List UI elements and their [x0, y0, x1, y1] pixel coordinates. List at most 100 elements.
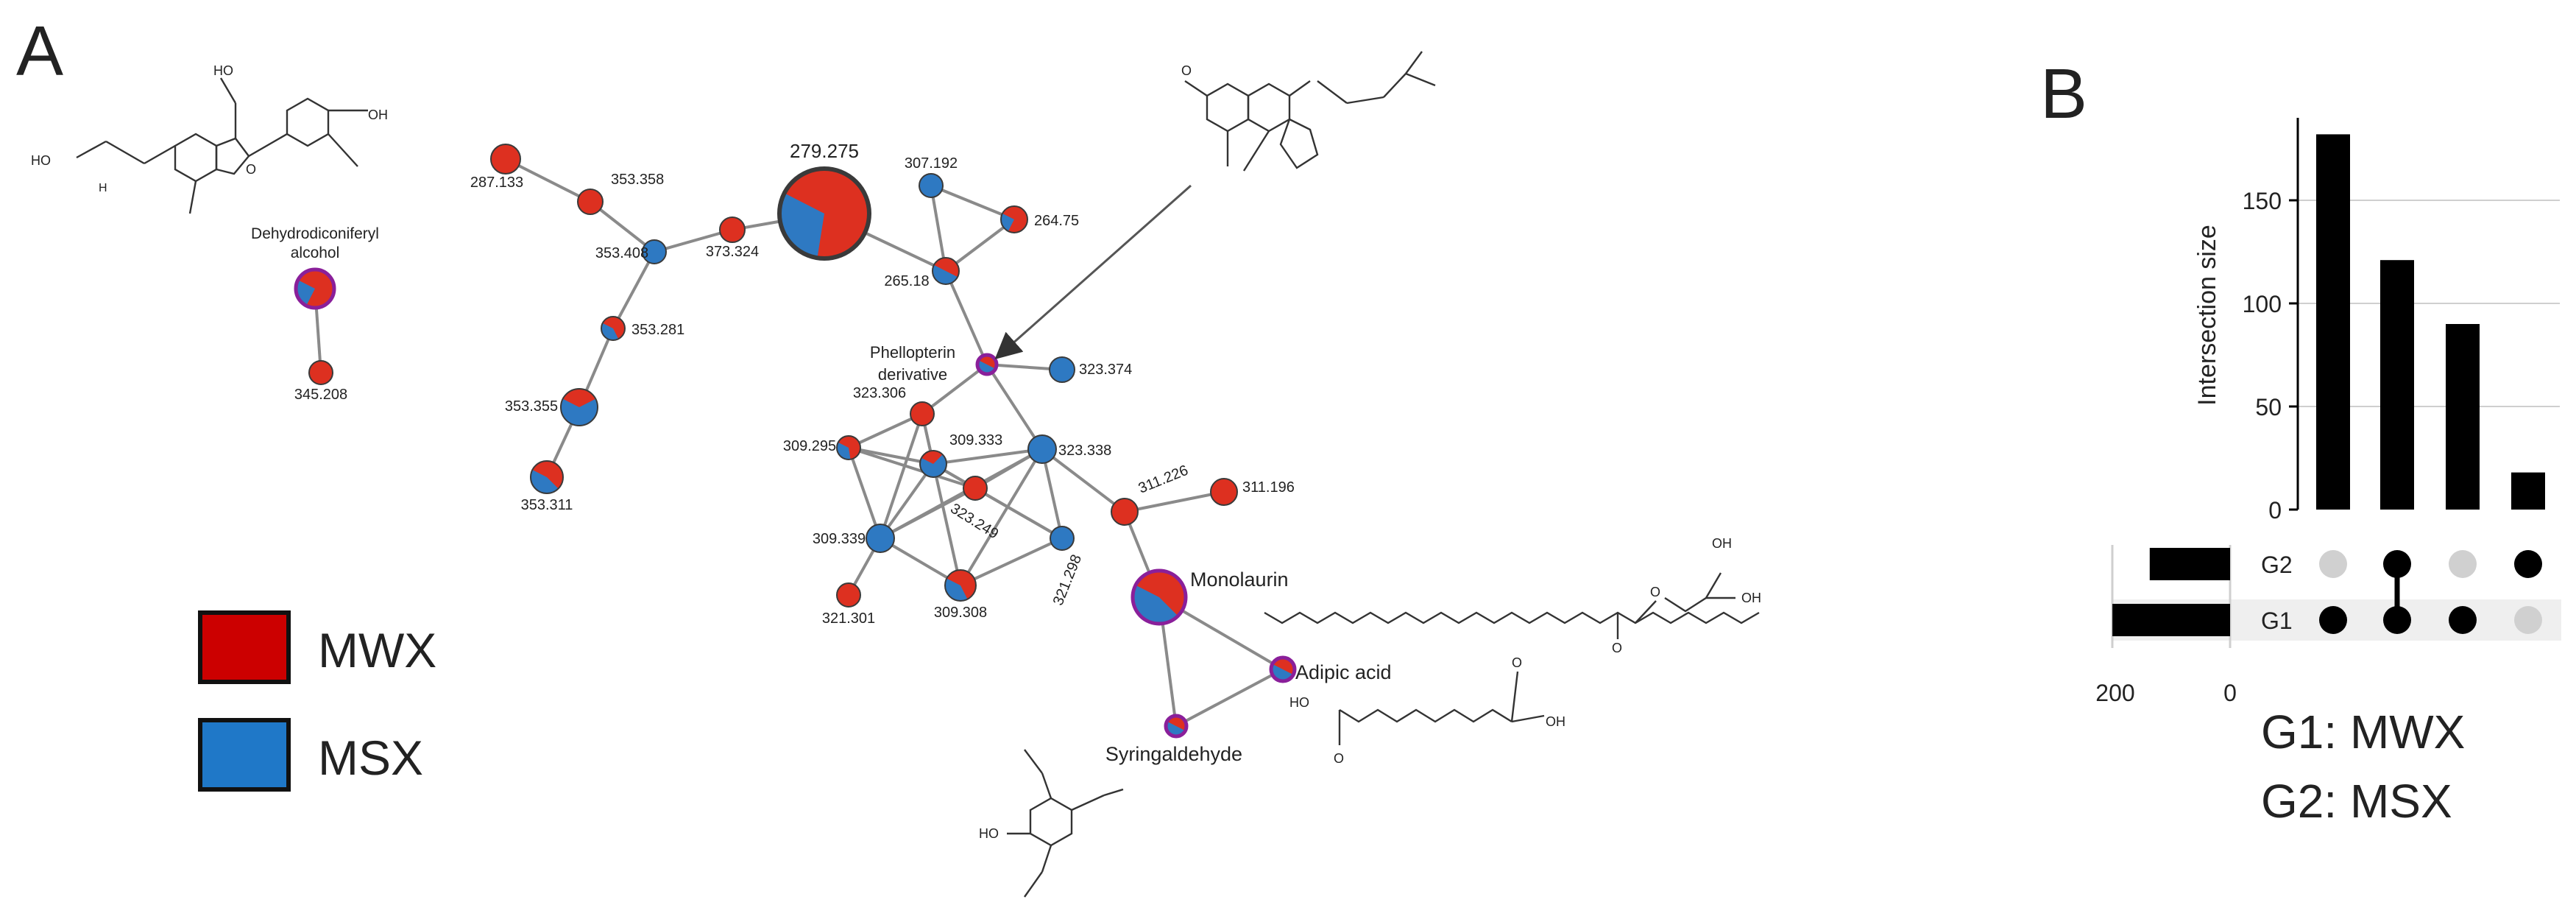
network-node-n353_408[interactable]: [642, 239, 667, 264]
network-node-n309_333[interactable]: [919, 450, 947, 478]
node-label-n353_408: 353.408: [595, 245, 648, 261]
network-edge: [933, 448, 1043, 465]
upset-y-tick-label: 0: [2268, 497, 2282, 524]
dehydro-ho2-label: HO: [31, 153, 51, 168]
network-node-n323_306[interactable]: [910, 401, 935, 426]
panel-a-label: A: [16, 12, 63, 91]
network-node-n309_339[interactable]: [866, 524, 895, 553]
network-node-n323_374[interactable]: [1049, 356, 1075, 383]
network-node-n307_192[interactable]: [919, 173, 944, 198]
network-node-n373_324[interactable]: [719, 216, 746, 243]
network-node-n323_338[interactable]: [1027, 434, 1057, 464]
network-node-n311_226[interactable]: [1111, 498, 1139, 526]
node-label-n287_133: 287.133: [470, 175, 523, 191]
monolaurin-oh1-label: OH: [1712, 536, 1732, 551]
network-node-n264_75[interactable]: [1000, 205, 1028, 233]
legend-label-mwx: MWX: [318, 623, 436, 677]
network-node-dehydro[interactable]: [294, 267, 336, 310]
upset-matrix: [2319, 550, 2542, 634]
dehydro-name-line2: alcohol: [291, 244, 340, 261]
node-label-n311_196: 311.196: [1242, 479, 1295, 496]
network-edge: [505, 158, 591, 203]
upset-setsize-tick-200: 200: [2095, 680, 2134, 706]
node-label-n373_324: 373.324: [706, 244, 759, 260]
network-node-monolaurin[interactable]: [1130, 568, 1188, 626]
network-edge: [848, 446, 934, 465]
network-node-adipic[interactable]: [1269, 655, 1297, 683]
upset-matrix-dot: [2319, 606, 2347, 634]
legend-swatch-mwx: [198, 610, 291, 684]
node-label-n353_358: 353.358: [611, 172, 664, 188]
network-edge: [612, 251, 656, 329]
upset-bars: [2316, 134, 2545, 510]
structure-dehydrodiconiferyl: [76, 77, 368, 214]
adipic-o1-label: O: [1334, 751, 1344, 766]
network-edge: [921, 363, 988, 415]
adipic-ho-label: HO: [1289, 695, 1309, 710]
network-node-n345_208[interactable]: [308, 360, 333, 385]
upset-matrix-dot: [2319, 550, 2347, 578]
structure-syringaldehyde: [1007, 749, 1124, 898]
dehydro-o-label: O: [246, 162, 256, 177]
network-edge: [1124, 490, 1225, 513]
network-edge: [944, 218, 1016, 272]
upset-matrix-dot: [2449, 606, 2477, 634]
adipic-oh-label: OH: [1546, 714, 1565, 729]
dehydro-name-line1: Dehydrodiconiferyl: [251, 225, 379, 242]
network-node-n353_281[interactable]: [601, 316, 626, 341]
network-node-n353_311[interactable]: [530, 460, 564, 494]
phello-o-label: O: [1181, 63, 1192, 78]
network-edge: [848, 412, 923, 449]
network-edge: [944, 270, 988, 365]
upset-set-bar-g2: [2149, 548, 2230, 580]
network-node-n353_358[interactable]: [577, 189, 604, 215]
network-edge: [880, 487, 976, 540]
phello-name-line1: Phellopterin: [870, 343, 955, 362]
network-node-n287_133[interactable]: [490, 144, 521, 175]
network-node-syringal[interactable]: [1164, 714, 1189, 739]
structure-phellopterin: [1184, 51, 1436, 172]
adipic-name: Adipic acid: [1295, 661, 1392, 683]
network-node-n323_249[interactable]: [963, 476, 988, 501]
node-label-n311_226: 311.226: [1136, 462, 1191, 497]
upset-matrix-dot: [2514, 550, 2542, 578]
upset-bar: [2446, 324, 2480, 510]
network-edge: [879, 413, 924, 539]
upset-y-tick-label: 150: [2243, 188, 2282, 214]
legend-label-msx: MSX: [318, 730, 423, 785]
monolaurin-o2-label: O: [1650, 585, 1660, 599]
phello-name-line2: derivative: [878, 365, 947, 384]
network-node-n353_355[interactable]: [560, 388, 598, 426]
node-label-n353_355: 353.355: [505, 398, 558, 415]
node-label-n307_192: 307.192: [905, 155, 958, 172]
network-edge: [1041, 448, 1064, 539]
network-node-n265_18[interactable]: [932, 257, 960, 285]
syringaldehyde-name: Syringaldehyde: [1105, 743, 1242, 765]
node-label-n345_208: 345.208: [294, 387, 347, 403]
node-label-n309_308: 309.308: [934, 605, 987, 621]
legend: MWX MSX: [198, 610, 436, 792]
network-node-n309_308[interactable]: [944, 569, 977, 602]
upset-bar: [2380, 260, 2414, 510]
network-edge: [848, 446, 976, 490]
network-node-n309_295[interactable]: [836, 435, 861, 460]
network-node-n321_298[interactable]: [1050, 526, 1075, 551]
node-label-n321_298: 321.298: [1050, 552, 1085, 608]
network-edge: [1175, 668, 1284, 728]
network-node-n279_275[interactable]: [777, 166, 871, 261]
structure-adipic-acid: [1338, 671, 1545, 745]
network-node-n321_301[interactable]: [836, 582, 861, 608]
monolaurin-o1-label: O: [1612, 641, 1622, 655]
upset-set-bar-g1: [2112, 604, 2230, 636]
upset-bar: [2511, 472, 2545, 510]
upset-matrix-dot: [2383, 550, 2411, 578]
panel-b-label: B: [2040, 54, 2087, 133]
monolaurin-name: Monolaurin: [1190, 568, 1289, 591]
syringal-ho-label: HO: [979, 826, 999, 841]
network-node-n311_196[interactable]: [1210, 478, 1238, 506]
node-label-n309_333: 309.333: [949, 432, 1002, 448]
network-nodes: [294, 144, 1297, 739]
network-node-phello[interactable]: [975, 353, 999, 376]
